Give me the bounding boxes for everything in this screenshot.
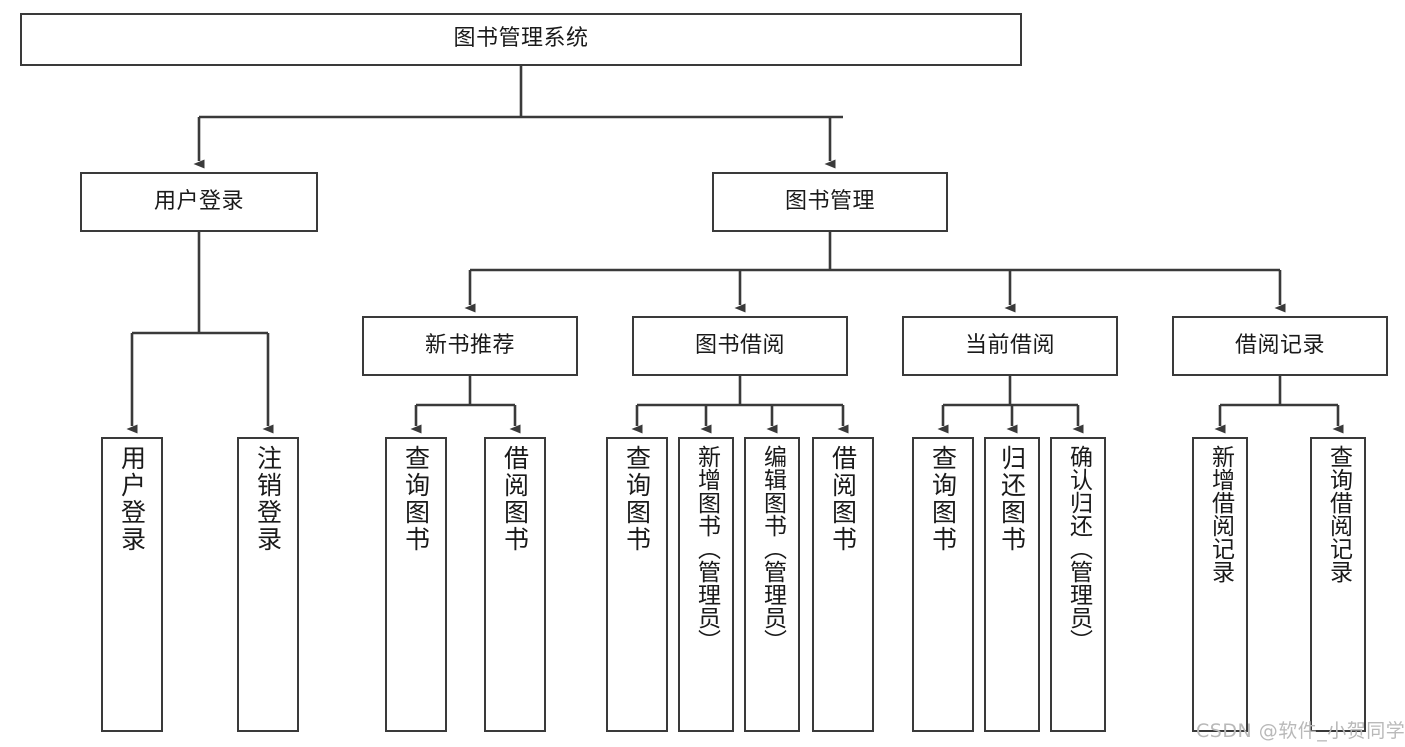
node-level2-borrow-record[interactable]: 借阅记录 — [1172, 316, 1388, 376]
node-level2-borrow-record-label: 借阅记录 — [1234, 332, 1325, 358]
node-root[interactable]: 图书管理系统 — [20, 13, 1022, 66]
node-leaf-search-book-current-label: 查询图书 — [928, 445, 958, 553]
node-leaf-borrow-book-label: 借阅图书 — [828, 445, 858, 553]
node-leaf-add-borrow-record-label: 新增借阅记录 — [1207, 445, 1234, 583]
node-leaf-user-login-label: 用户登录 — [117, 445, 147, 553]
node-leaf-confirm-return-admin-label: 确认归还（管理员） — [1065, 445, 1092, 652]
node-leaf-search-book-current[interactable]: 查询图书 — [912, 437, 974, 732]
node-leaf-return-book[interactable]: 归还图书 — [984, 437, 1040, 732]
node-level2-current-borrow[interactable]: 当前借阅 — [902, 316, 1118, 376]
node-leaf-edit-book-admin[interactable]: 编辑图书（管理员） — [744, 437, 800, 732]
node-leaf-logout-label: 注销登录 — [253, 445, 283, 553]
node-leaf-search-book-recommend-label: 查询图书 — [401, 445, 431, 553]
node-level1-user-login-label: 用户登录 — [153, 188, 244, 214]
node-leaf-borrow-book-recommend[interactable]: 借阅图书 — [484, 437, 546, 732]
node-level1-book-management-label: 图书管理 — [784, 188, 875, 214]
node-level1-book-management[interactable]: 图书管理 — [712, 172, 948, 232]
node-level1-user-login[interactable]: 用户登录 — [80, 172, 318, 232]
node-leaf-search-book-recommend[interactable]: 查询图书 — [385, 437, 447, 732]
node-leaf-logout[interactable]: 注销登录 — [237, 437, 299, 732]
node-leaf-search-borrow-record[interactable]: 查询借阅记录 — [1310, 437, 1366, 732]
node-leaf-add-borrow-record[interactable]: 新增借阅记录 — [1192, 437, 1248, 732]
node-leaf-return-book-label: 归还图书 — [997, 445, 1027, 553]
node-leaf-confirm-return-admin[interactable]: 确认归还（管理员） — [1050, 437, 1106, 732]
node-level2-book-borrow[interactable]: 图书借阅 — [632, 316, 848, 376]
node-leaf-edit-book-admin-label: 编辑图书（管理员） — [759, 445, 786, 652]
node-level2-new-book-recommend[interactable]: 新书推荐 — [362, 316, 578, 376]
node-leaf-borrow-book[interactable]: 借阅图书 — [812, 437, 874, 732]
node-level2-new-book-recommend-label: 新书推荐 — [424, 332, 515, 358]
node-leaf-search-book-borrow-label: 查询图书 — [622, 445, 652, 553]
node-leaf-add-book-admin[interactable]: 新增图书（管理员） — [678, 437, 734, 732]
node-level2-current-borrow-label: 当前借阅 — [964, 332, 1055, 358]
node-level2-book-borrow-label: 图书借阅 — [694, 332, 785, 358]
node-leaf-search-borrow-record-label: 查询借阅记录 — [1325, 445, 1352, 583]
csdn-watermark: CSDN @软件_小贺同学 — [1196, 720, 1405, 742]
node-leaf-add-book-admin-label: 新增图书（管理员） — [693, 445, 720, 652]
node-leaf-borrow-book-recommend-label: 借阅图书 — [500, 445, 530, 553]
node-leaf-search-book-borrow[interactable]: 查询图书 — [606, 437, 668, 732]
node-root-label: 图书管理系统 — [453, 26, 589, 52]
node-leaf-user-login[interactable]: 用户登录 — [101, 437, 163, 732]
